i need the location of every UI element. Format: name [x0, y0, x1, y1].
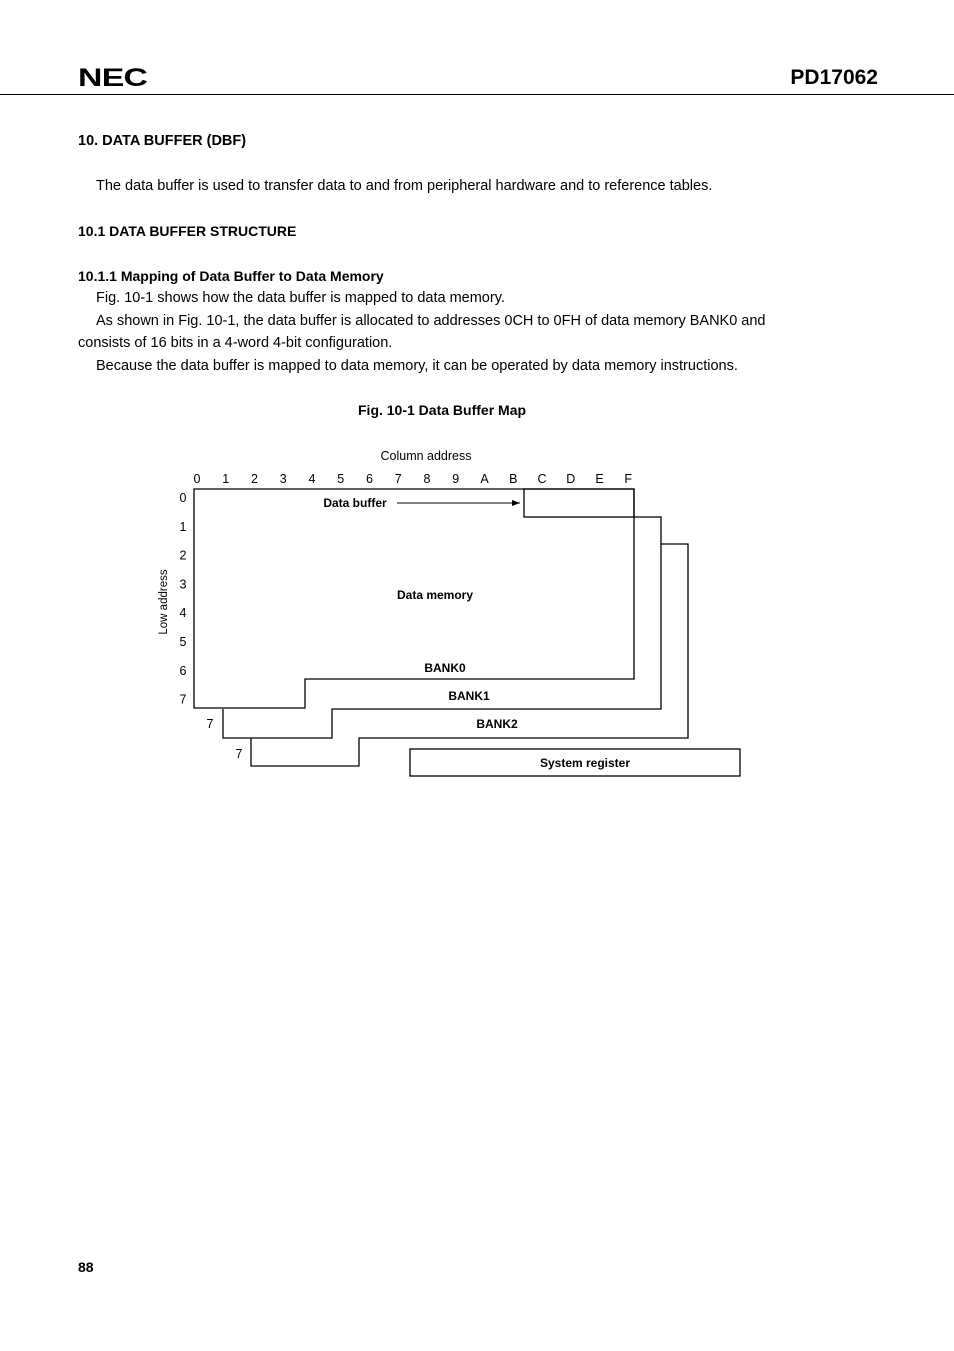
column-header-e: E	[595, 472, 603, 486]
bank1-row7-label: 7	[207, 717, 214, 731]
row-header-3: 3	[180, 577, 187, 591]
data-buffer-label: Data buffer	[323, 496, 387, 510]
header-rule	[0, 94, 954, 95]
column-header-b: B	[509, 472, 517, 486]
page-number: 88	[78, 1259, 94, 1275]
row-header-7: 7	[180, 693, 187, 707]
column-header-7: 7	[395, 472, 402, 486]
system-register-label: System register	[540, 756, 630, 770]
column-header-0: 0	[194, 472, 201, 486]
bank2-label: BANK2	[476, 717, 518, 731]
column-header-6: 6	[366, 472, 373, 486]
column-header-f: F	[624, 472, 632, 486]
paragraph-1: Fig. 10-1 shows how the data buffer is m…	[96, 290, 505, 306]
bank1-label: BANK1	[448, 689, 490, 703]
row-header-6: 6	[180, 664, 187, 678]
column-headers: 0 1 2 3 4 5 6 7 8 9 A B C D E F	[194, 472, 633, 486]
column-header-8: 8	[424, 472, 431, 486]
row-header-2: 2	[180, 549, 187, 563]
low-address-label: Low address	[158, 569, 170, 634]
document-id: PD17062	[790, 66, 878, 89]
row-headers: 0 1 2 3 4 5 6 7	[180, 491, 187, 707]
row-header-0: 0	[180, 491, 187, 505]
column-header-4: 4	[309, 472, 316, 486]
column-header-1: 1	[222, 472, 229, 486]
paragraph-3: Because the data buffer is mapped to dat…	[96, 358, 738, 374]
column-header-d: D	[566, 472, 575, 486]
figure-caption: Fig. 10-1 Data Buffer Map	[358, 402, 527, 418]
column-header-2: 2	[251, 472, 258, 486]
data-buffer-area	[523, 488, 635, 518]
column-header-9: 9	[452, 472, 459, 486]
bank2-row7-label: 7	[236, 747, 243, 761]
column-header-5: 5	[337, 472, 344, 486]
column-header-3: 3	[280, 472, 287, 486]
paragraph-2-line-1: As shown in Fig. 10-1, the data buffer i…	[96, 313, 766, 329]
column-header-c: C	[537, 472, 546, 486]
bank0-label: BANK0	[424, 661, 466, 675]
column-address-label: Column address	[380, 449, 471, 463]
row-header-1: 1	[180, 520, 187, 534]
subsubsection-title: 10.1.1 Mapping of Data Buffer to Data Me…	[78, 268, 384, 284]
paragraph-2-line-2: consists of 16 bits in a 4-word 4-bit co…	[78, 335, 393, 351]
row-header-5: 5	[180, 635, 187, 649]
section-title: 10. DATA BUFFER (DBF)	[78, 133, 247, 149]
row-header-4: 4	[180, 606, 187, 620]
system-register-box	[409, 748, 741, 777]
subsection-title: 10.1 DATA BUFFER STRUCTURE	[78, 223, 297, 239]
section-intro: The data buffer is used to transfer data…	[96, 178, 713, 194]
bank1-outline	[222, 516, 662, 739]
nec-logo: NEC	[78, 64, 148, 92]
bank2-outline	[250, 543, 689, 767]
data-memory-label: Data memory	[397, 588, 473, 602]
column-header-a: A	[480, 472, 489, 486]
